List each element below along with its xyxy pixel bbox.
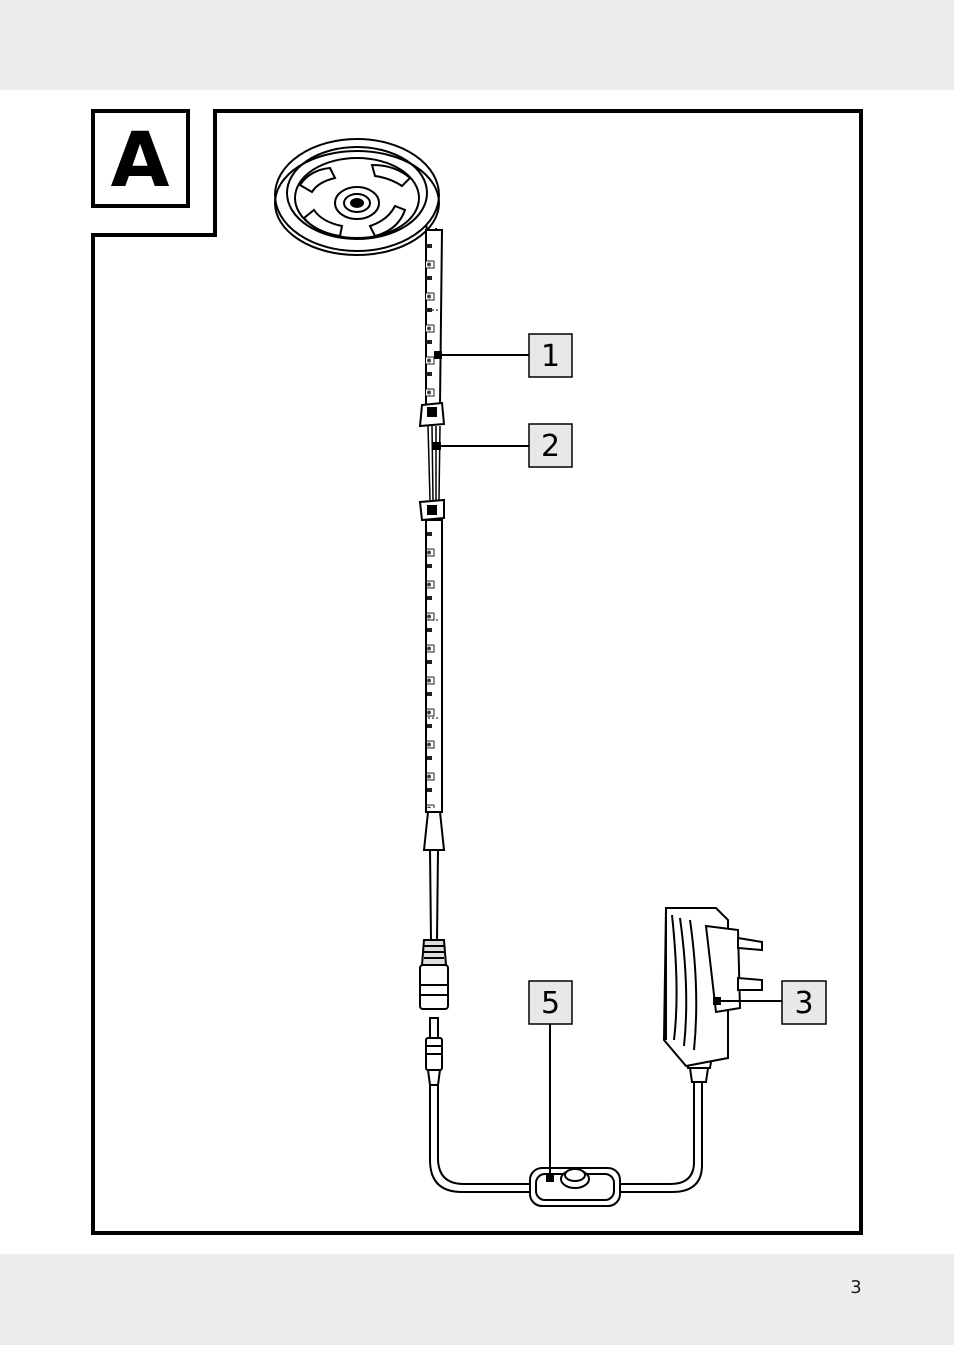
page-number: 3 bbox=[836, 1277, 876, 1298]
callout-label-1: 1 bbox=[541, 339, 560, 374]
power-adapter-icon bbox=[664, 908, 762, 1082]
dc-plug-icon bbox=[426, 1018, 442, 1085]
led-strip-icon bbox=[426, 230, 442, 405]
callout-connector: 2 bbox=[529, 424, 572, 467]
led-reel-icon bbox=[275, 139, 439, 256]
figure-letter: A bbox=[111, 115, 170, 204]
led-strip-lower-icon bbox=[426, 520, 442, 812]
callout-strip: 1 bbox=[529, 334, 572, 377]
callout-label-2: 2 bbox=[541, 429, 560, 464]
callout-adapter: 3 bbox=[782, 981, 826, 1024]
callout-label-5: 5 bbox=[541, 986, 560, 1021]
callout-label-3: 3 bbox=[794, 986, 813, 1021]
callout-switch: 5 bbox=[529, 981, 572, 1024]
dc-socket-icon bbox=[420, 812, 448, 1009]
figure-letter-box: A bbox=[93, 111, 188, 206]
clip-connector-icon bbox=[420, 403, 444, 520]
inline-switch-icon bbox=[530, 1168, 620, 1206]
leader-lines bbox=[434, 352, 782, 1178]
figure-frame bbox=[93, 111, 861, 1233]
